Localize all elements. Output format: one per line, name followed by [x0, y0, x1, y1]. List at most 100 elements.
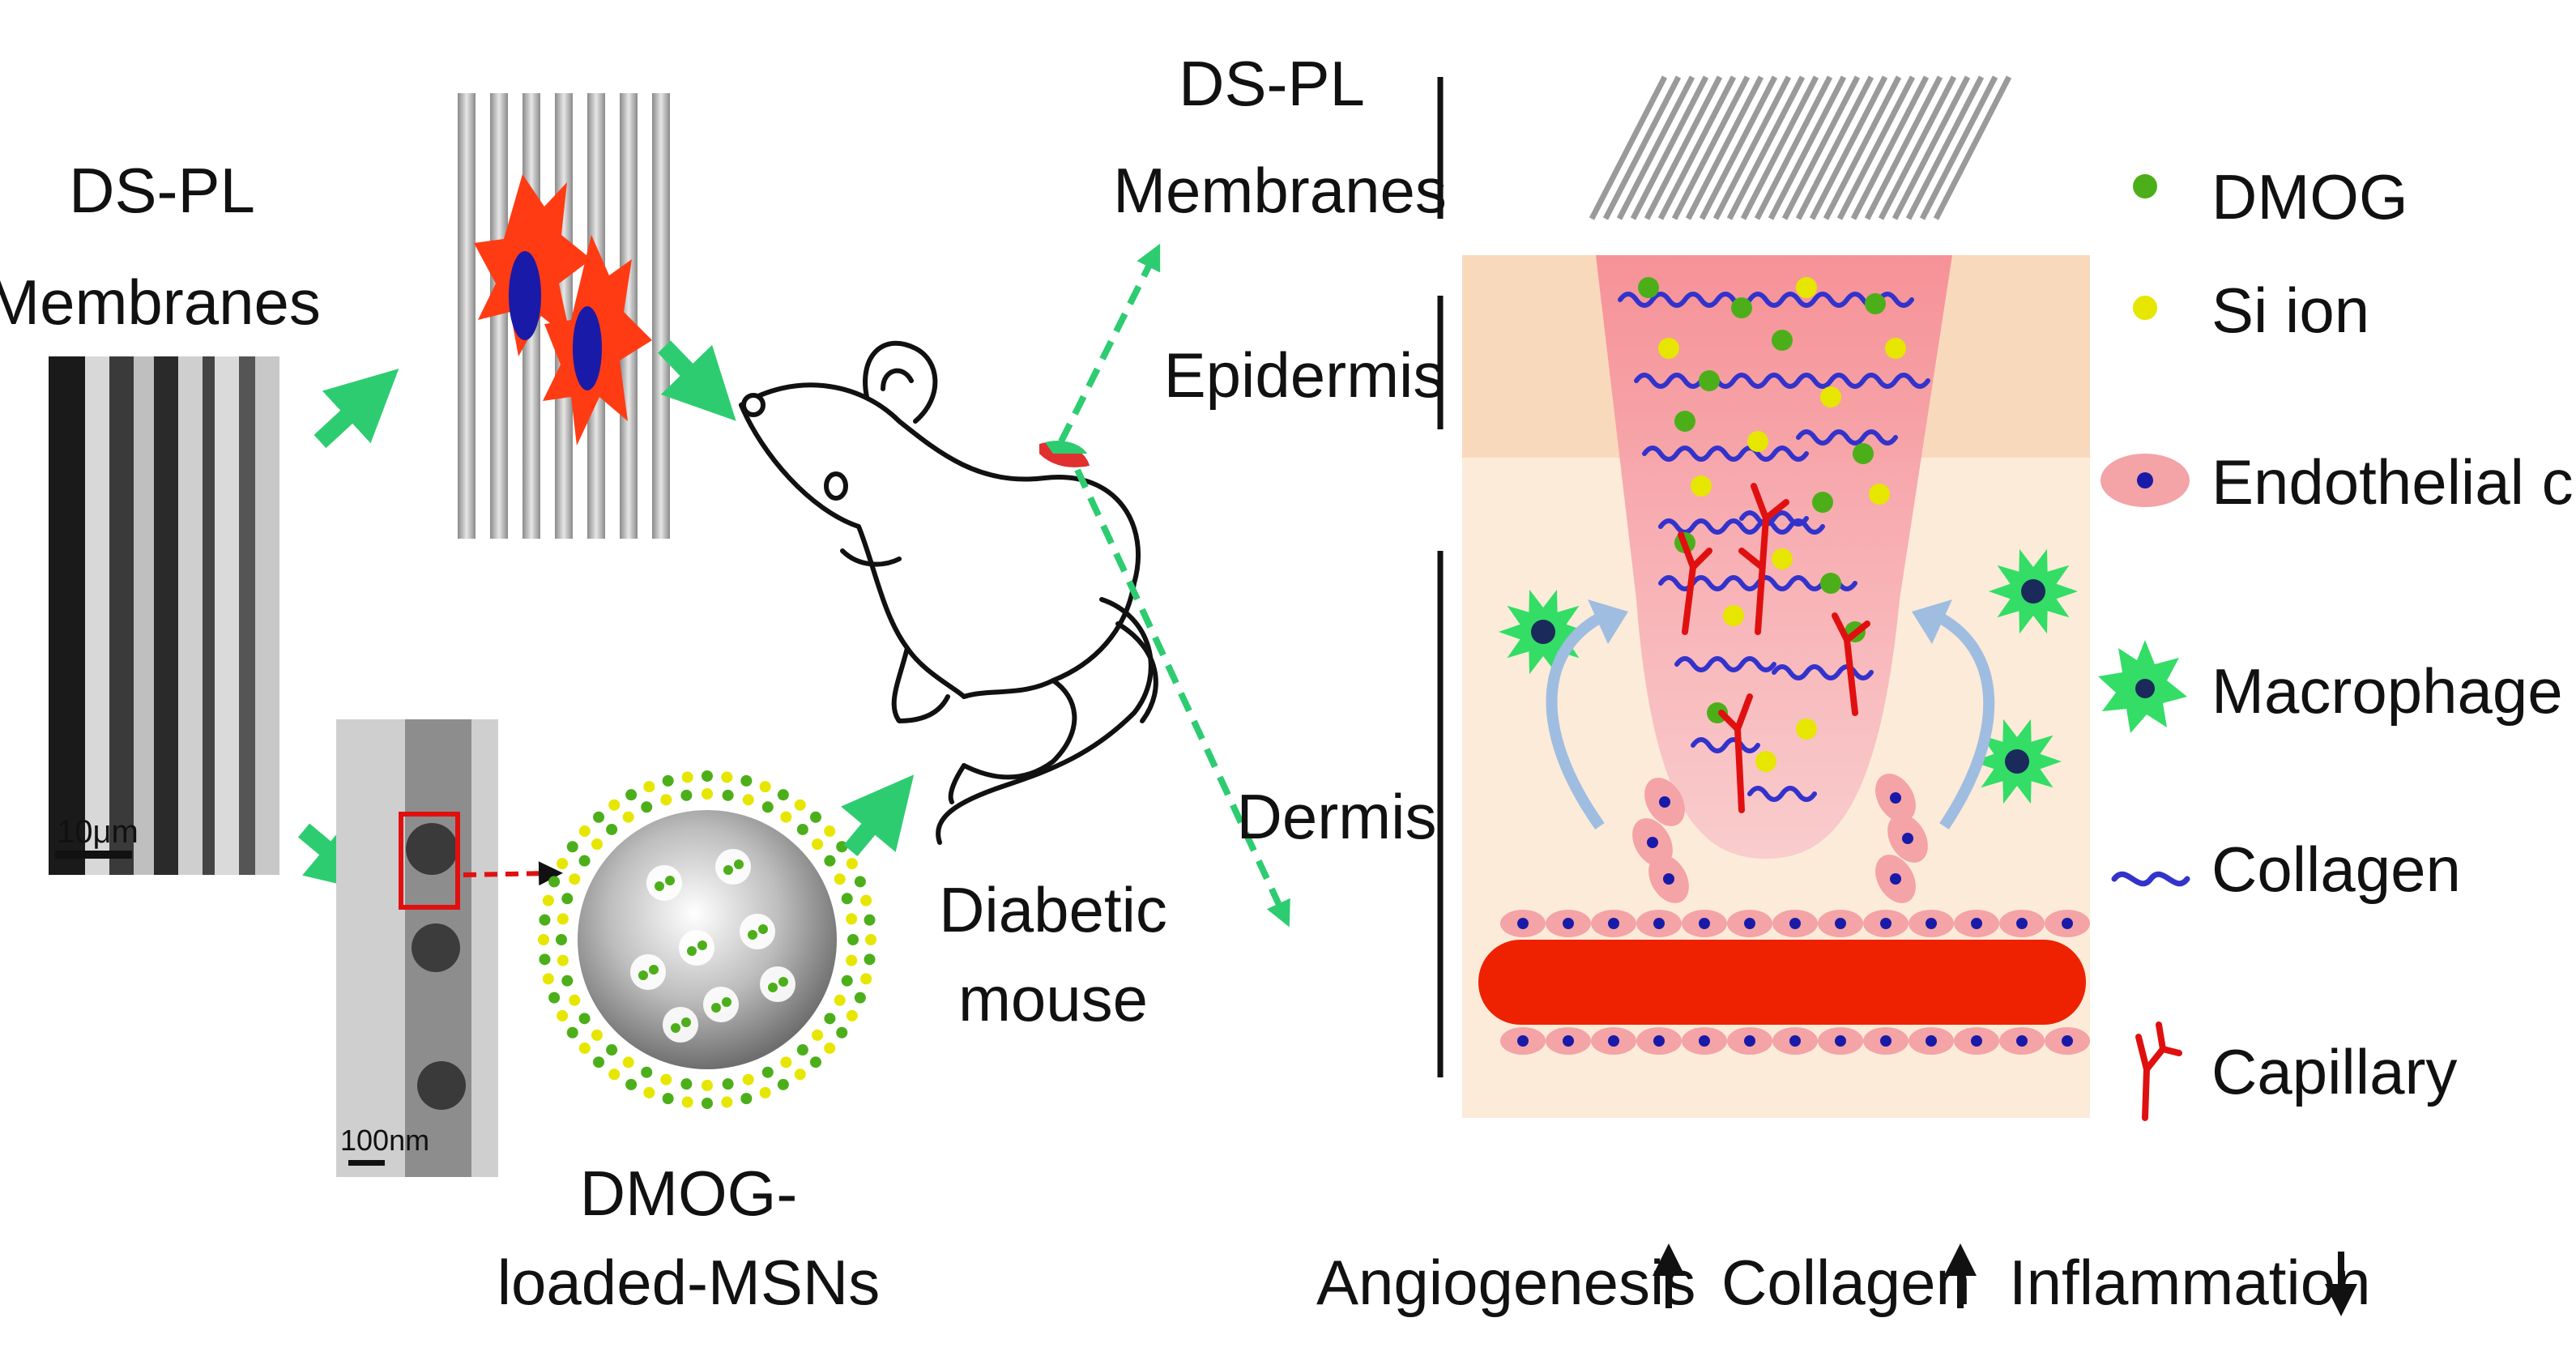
- shell-particle: [834, 994, 846, 1006]
- shell-particle: [662, 1093, 674, 1105]
- shell-particle: [834, 873, 846, 885]
- shell-particle: [591, 1029, 603, 1041]
- membrane-fiber: [1864, 75, 1943, 220]
- yellow-sphere-icon: [2133, 296, 2157, 320]
- sem-title-line1: DS-PL: [69, 155, 255, 226]
- shell-particle: [759, 1086, 771, 1098]
- shell-particle: [660, 794, 672, 806]
- cell-nucleus: [1608, 918, 1619, 929]
- shell-particle: [622, 1056, 634, 1068]
- capillary: [1678, 531, 1712, 635]
- cell-nucleus: [1517, 1035, 1529, 1047]
- cell-nucleus: [1563, 918, 1574, 929]
- membrane-fiber: [1768, 75, 1847, 220]
- membrane-fiber: [1850, 75, 1930, 220]
- shell-particle: [796, 823, 808, 835]
- si-ion-particle: [1772, 548, 1793, 569]
- shell-particle: [593, 1056, 605, 1068]
- shell-particle: [702, 788, 713, 800]
- membrane-cell-seeding: [458, 93, 670, 539]
- mouse-illustration: [739, 340, 1158, 845]
- dmog-particle: [1812, 492, 1833, 513]
- shell-particle: [608, 799, 621, 811]
- collagen-fiber: [1618, 292, 1914, 308]
- membrane-fiber: [1781, 75, 1861, 220]
- shell-particle: [538, 934, 549, 945]
- shell-particle: [721, 1096, 733, 1108]
- shell-particle: [622, 811, 634, 823]
- shell-particle: [854, 876, 866, 888]
- shell-particle: [625, 1078, 638, 1090]
- shell-particle: [608, 1068, 621, 1081]
- sem-image: [49, 356, 279, 875]
- cell-nucleus: [1890, 792, 1901, 804]
- legend-label-3: Macrophage: [2211, 655, 2563, 727]
- cell-nucleus: [1647, 837, 1658, 848]
- membrane-fiber: [1589, 75, 1668, 220]
- shell-particle: [566, 1026, 578, 1039]
- dmog-particle: [1699, 370, 1720, 391]
- membrane-fiber: [1699, 75, 1778, 220]
- shell-particle: [860, 973, 872, 985]
- tem-image: [336, 719, 498, 1177]
- shell-particle: [548, 992, 561, 1004]
- cell-nucleus: [1971, 1035, 1982, 1047]
- shell-particle: [702, 1098, 713, 1109]
- shell-particle: [809, 1056, 821, 1068]
- shell-particle: [557, 858, 569, 870]
- dmog-particle: [1820, 573, 1841, 594]
- legend-label-5: Capillary: [2211, 1036, 2457, 1107]
- membrane-fiber: [1644, 75, 1723, 220]
- si-ion-particle: [1747, 431, 1768, 452]
- dmog-particle: [1853, 443, 1874, 464]
- shell-particle: [641, 801, 653, 813]
- shell-particle: [794, 1068, 806, 1081]
- shell-particle: [578, 1042, 591, 1054]
- membrane-top-lines: [1589, 75, 2012, 220]
- shell-particle: [557, 954, 569, 966]
- shell-particle: [742, 794, 754, 806]
- shell-particle: [643, 781, 655, 793]
- msn-particle: [538, 770, 876, 1109]
- capillary-icon: [2135, 1021, 2182, 1121]
- collagen-fiber: [1674, 656, 1776, 672]
- shell-particle: [846, 913, 858, 925]
- dmog-particle: [722, 997, 731, 1007]
- blood-vessel: [1478, 940, 2086, 1025]
- layer-membrane-line2: Membranes: [1113, 155, 1447, 226]
- cell-nucleus: [1789, 1035, 1801, 1047]
- shell-particle: [680, 1078, 693, 1090]
- cell-nucleus: [1902, 833, 1913, 844]
- shell-particle: [556, 934, 567, 945]
- cell-nucleus-2: [573, 306, 602, 390]
- cell-nucleus: [1563, 1035, 1574, 1047]
- arrow-cells-to-mouse: [658, 340, 736, 421]
- shell-particle: [578, 855, 591, 867]
- shell-particle: [561, 893, 574, 905]
- dmog-particle: [655, 881, 664, 891]
- cell-nucleus: [1699, 918, 1710, 929]
- dmog-particle: [723, 865, 733, 875]
- msn-pore: [679, 930, 714, 966]
- shell-particle: [662, 774, 674, 787]
- membrane-fiber: [1836, 75, 1916, 220]
- shell-particle: [794, 799, 806, 811]
- shell-particle: [846, 858, 858, 870]
- si-ion-particle: [1820, 386, 1841, 407]
- arrow-msn-to-mouse: [841, 774, 915, 857]
- shell-particle: [542, 973, 554, 985]
- sem-scale-label: 10μm: [57, 814, 139, 850]
- membrane-fiber: [1795, 75, 1874, 220]
- shell-particle: [681, 1096, 693, 1108]
- membrane-fiber: [1809, 75, 1888, 220]
- collagen-fiber: [1691, 737, 1760, 753]
- cell-nucleus: [1880, 918, 1891, 929]
- cell-nucleus: [1880, 1035, 1891, 1047]
- dmog-particle: [758, 924, 768, 934]
- membrane-fiber: [1740, 75, 1819, 220]
- dmog-particle: [687, 946, 697, 956]
- legend: DMOG Si ion Endothelial cell Macrophage …: [2098, 161, 2576, 1121]
- membrane-fiber: [1754, 75, 1833, 220]
- shell-particle: [569, 994, 581, 1006]
